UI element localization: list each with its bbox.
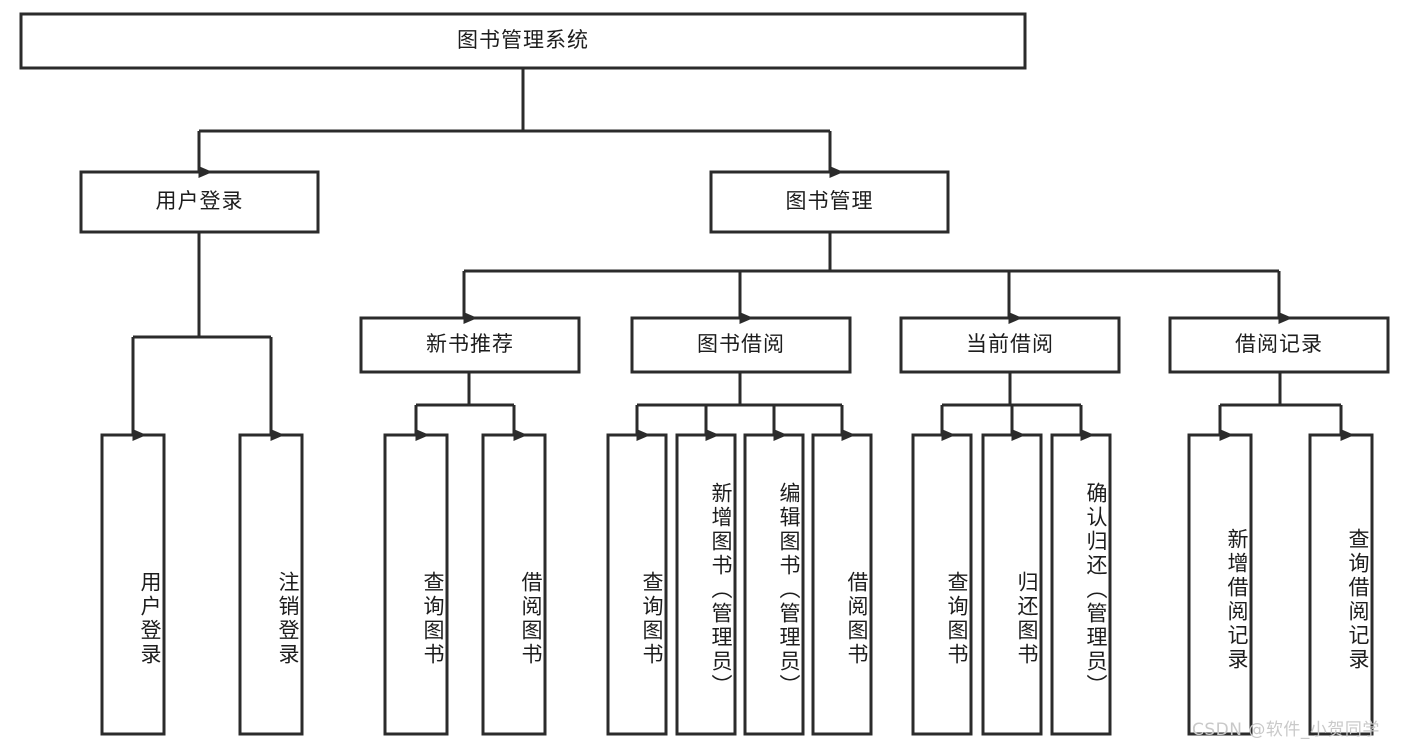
box-root[interactable] — [19, 12, 1027, 70]
box-leaf-edit-book[interactable] — [743, 433, 805, 736]
box-leaf-borrow-book-1[interactable] — [481, 433, 547, 736]
box-leaf-query-book-2[interactable] — [606, 433, 668, 736]
box-user-login[interactable] — [79, 170, 320, 234]
box-leaf-borrow-book-2[interactable] — [811, 433, 873, 736]
box-leaf-logout-login[interactable] — [238, 433, 304, 736]
box-current-borrow[interactable] — [899, 316, 1121, 374]
box-leaf-query-book-1[interactable] — [383, 433, 449, 736]
watermark-text: CSDN @软件_小贺同学 — [1192, 720, 1380, 740]
box-book-borrow[interactable] — [630, 316, 852, 374]
box-leaf-query-record[interactable] — [1308, 433, 1374, 736]
box-leaf-query-book-3[interactable] — [911, 433, 973, 736]
box-leaf-add-book[interactable] — [675, 433, 737, 736]
box-borrow-record[interactable] — [1168, 316, 1390, 374]
box-new-book-recommend[interactable] — [359, 316, 581, 374]
box-leaf-return-book[interactable] — [981, 433, 1043, 736]
box-leaf-user-login[interactable] — [100, 433, 166, 736]
box-leaf-add-record[interactable] — [1187, 433, 1253, 736]
box-leaf-confirm-return[interactable] — [1050, 433, 1112, 736]
box-book-management[interactable] — [709, 170, 950, 234]
